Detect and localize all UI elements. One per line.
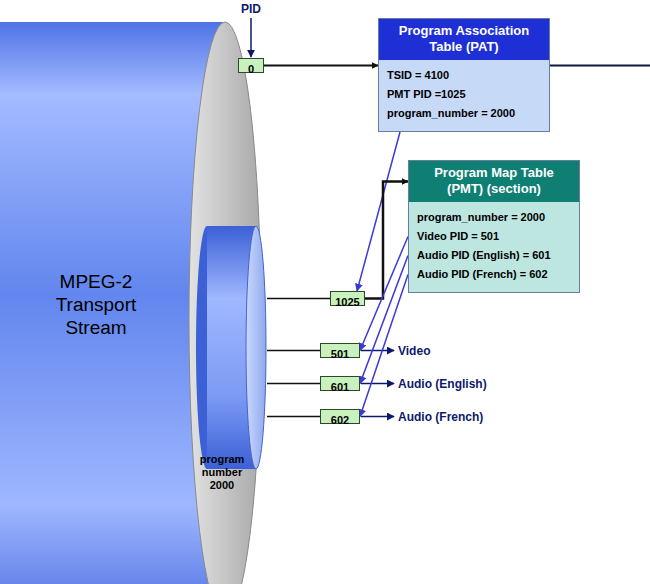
table-title: Program Association Table (PAT) [385, 23, 543, 55]
pmt-table: Program Map Table (PMT) (section) program… [408, 160, 580, 293]
pid-box: 601 [320, 376, 360, 391]
cylinder-face [189, 22, 261, 584]
cylinder-shape [195, 225, 267, 470]
table-field: PMT PID =1025 [387, 85, 466, 104]
pid-box: 501 [320, 343, 360, 358]
pid-value: 0 [248, 63, 254, 76]
stream-output-label: Audio (French) [398, 410, 483, 424]
pid-value: 1025 [335, 296, 359, 309]
pid-link [267, 350, 320, 352]
table-field: Audio PID (French) = 602 [417, 265, 548, 284]
transport-stream-cylinder: program number 2000 MPEG-2 Transport Stre… [0, 20, 262, 584]
pid-value: 501 [331, 348, 349, 361]
table-body: TSID = 4100PMT PID =1025program_number =… [379, 60, 549, 131]
pid-link [267, 383, 320, 385]
program-name: program number 2000 [197, 453, 247, 492]
pid-box: 602 [320, 409, 360, 424]
pid-link [360, 256, 408, 384]
table-header: Program Map Table (PMT) (section) [409, 161, 579, 202]
table-field: Audio PID (English) = 601 [417, 246, 551, 265]
stream-line [550, 65, 650, 67]
cylinder-face [246, 226, 266, 469]
pid-box: 1025 [330, 291, 365, 306]
pat-table: Program Association Table (PAT) TSID = 41… [378, 18, 550, 132]
stream-output-label: Video [398, 344, 430, 358]
pid-link [267, 416, 320, 418]
program-cylinder: program number 2000 [195, 225, 267, 470]
pid-value: 601 [331, 381, 349, 394]
table-header: Program Association Table (PAT) [379, 19, 549, 60]
pid-link [264, 65, 378, 67]
stream-lines [200, 18, 650, 417]
output-arrow [361, 350, 394, 352]
pid-link [357, 132, 400, 291]
pid-pointer [250, 18, 252, 57]
table-body: program_number = 2000Video PID = 501Audi… [409, 202, 579, 292]
stream-name: MPEG-2 Transport Stream [30, 270, 162, 339]
table-field: program_number = 2000 [387, 104, 515, 123]
table-field: program_number = 2000 [417, 208, 545, 227]
pid-link [365, 182, 408, 299]
output-arrow [361, 416, 394, 418]
pid-link [267, 298, 330, 300]
pid-value: 602 [331, 414, 349, 427]
table-title: Program Map Table (PMT) (section) [415, 165, 573, 197]
output-arrow [361, 383, 394, 385]
table-field: TSID = 4100 [387, 66, 449, 85]
table-field: Video PID = 501 [417, 227, 499, 246]
pid-box: 0 [238, 58, 264, 73]
pid-heading: PID [241, 2, 261, 16]
stream-output-label: Audio (English) [398, 377, 487, 391]
